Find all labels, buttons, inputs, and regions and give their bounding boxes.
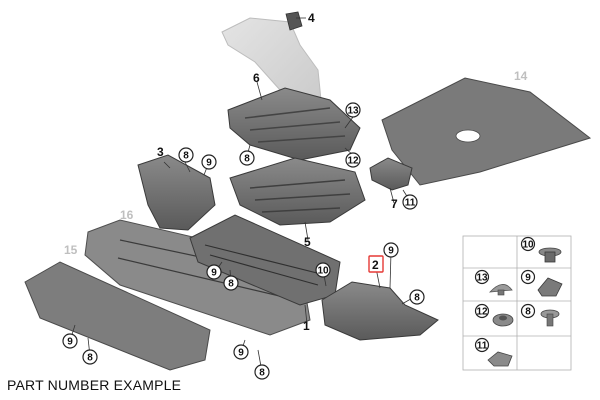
- callout-8: 8: [183, 151, 189, 162]
- part-14-panel: [381, 77, 592, 186]
- callout-7: 7: [391, 197, 398, 211]
- fastener-label-12: 12: [476, 307, 488, 318]
- callout-8: 8: [259, 368, 265, 379]
- callout-2-highlight[interactable]: 2: [368, 255, 384, 273]
- fastener-13: 13: [474, 269, 513, 296]
- fastener-grid: 10 13 9 12 8: [462, 235, 572, 371]
- callout-5: 5: [304, 235, 311, 249]
- callout-11: 11: [405, 198, 416, 209]
- callout-8: 8: [228, 279, 234, 290]
- callout-plain-labels: 4 6 14 3 7 16 5 15 1: [64, 11, 528, 333]
- part-7-bracket: [369, 157, 413, 191]
- panel-hole: [455, 129, 481, 143]
- callout-6: 6: [253, 71, 260, 85]
- fastener-label-11: 11: [477, 341, 488, 352]
- callout-9: 9: [388, 246, 394, 257]
- callout-4: 4: [308, 11, 315, 25]
- callout-16: 16: [120, 208, 134, 222]
- fastener-label-9: 9: [525, 273, 531, 284]
- callout-circles: 13 12 8 8 9 11 9 8 10 9 8 9 8 9 8: [62, 102, 425, 380]
- part-4-clip: [285, 11, 303, 31]
- fastener-label-13: 13: [476, 273, 488, 284]
- fastener-8: 8: [520, 303, 560, 327]
- caption: PART NUMBER EXAMPLE: [7, 377, 182, 393]
- fastener-9: 9: [520, 269, 563, 297]
- callout-9: 9: [238, 348, 244, 359]
- callout-3: 3: [157, 145, 164, 159]
- part-15-lower-panel: [24, 261, 211, 371]
- callout-10: 10: [317, 266, 329, 277]
- callout-1: 1: [303, 319, 310, 333]
- callout-8: 8: [87, 353, 93, 364]
- callout-14: 14: [514, 69, 528, 83]
- fastener-label-10: 10: [522, 240, 534, 251]
- callout-15: 15: [64, 243, 78, 257]
- part-3-deflector: [137, 154, 216, 231]
- part-2-deflector: [321, 281, 439, 341]
- callout-8: 8: [414, 293, 420, 304]
- callout-9: 9: [67, 337, 73, 348]
- callout-13: 13: [347, 106, 359, 117]
- part-6-plate: [227, 87, 361, 161]
- fastener-10: 10: [520, 236, 562, 263]
- callout-12: 12: [347, 156, 359, 167]
- callout-9: 9: [211, 268, 217, 279]
- fastener-12: 12: [474, 303, 514, 327]
- callout-9: 9: [206, 158, 212, 169]
- fastener-label-8: 8: [525, 307, 531, 318]
- callout-2: 2: [372, 258, 379, 272]
- callout-8: 8: [244, 154, 250, 165]
- fastener-11: 11: [474, 337, 513, 367]
- part-5-shield: [229, 157, 366, 226]
